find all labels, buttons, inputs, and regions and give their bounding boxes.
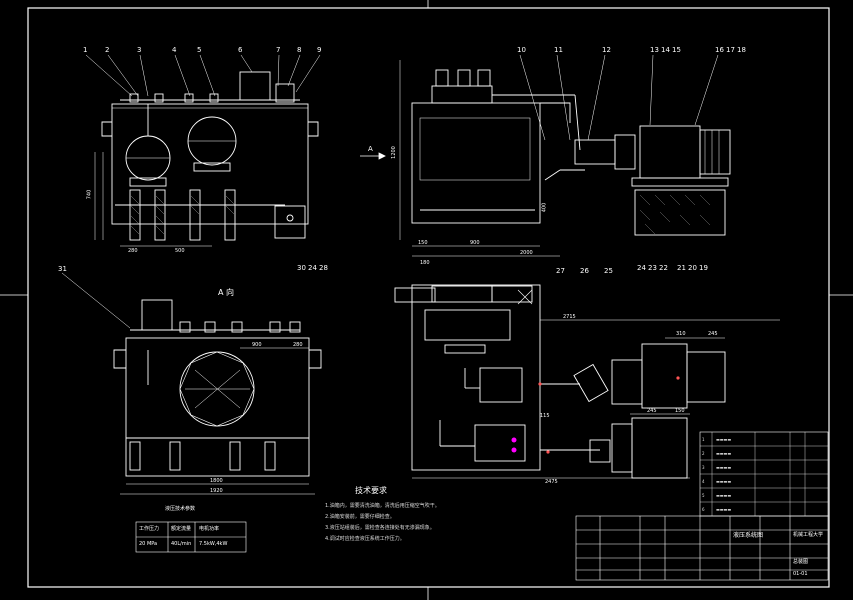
callout-13: 13 bbox=[650, 46, 659, 54]
svg-text:▬▬▬▬: ▬▬▬▬ bbox=[716, 451, 731, 456]
callout-26: 26 bbox=[580, 267, 589, 275]
svg-text:▬▬▬▬: ▬▬▬▬ bbox=[716, 465, 731, 470]
dim-side-w2: 900 bbox=[470, 240, 480, 246]
dim-a-w1: 900 bbox=[252, 342, 262, 348]
top-view-fittings-2 bbox=[538, 376, 680, 454]
callout-28: 28 bbox=[319, 264, 328, 272]
callout-8: 8 bbox=[297, 46, 302, 54]
a-view-leader bbox=[61, 272, 131, 329]
callout-20: 20 bbox=[688, 264, 697, 272]
parts-list-text: 1 ▬▬▬▬ 2 ▬▬▬▬ 3 ▬▬▬▬ 4 ▬▬▬▬ 5 ▬▬▬▬ 6 ▬▬▬▬ bbox=[702, 437, 731, 512]
side-view bbox=[399, 60, 731, 257]
front-view bbox=[94, 71, 319, 247]
sheet-frame bbox=[27, 7, 830, 588]
dim-top-b1: 245 bbox=[647, 408, 657, 414]
callout-11: 11 bbox=[554, 46, 563, 54]
callout-21: 21 bbox=[677, 264, 686, 272]
table-header-2: 额定流量 bbox=[171, 526, 192, 532]
side-leaders bbox=[519, 54, 719, 141]
params-table bbox=[135, 521, 247, 553]
dim-side-height: 1200 bbox=[390, 146, 397, 159]
callout-1: 1 bbox=[83, 46, 88, 54]
svg-text:4: 4 bbox=[702, 479, 705, 484]
callout-5: 5 bbox=[197, 46, 202, 54]
table-value-3: 7.5kW,4kW bbox=[199, 541, 228, 547]
note-4: 4.调试时应检查液压系统工作压力。 bbox=[325, 536, 405, 542]
callout-25: 25 bbox=[604, 267, 613, 275]
dim-front-w1: 280 bbox=[128, 248, 138, 254]
callout-31: 31 bbox=[58, 265, 67, 273]
callout-18: 18 bbox=[737, 46, 746, 54]
svg-text:3: 3 bbox=[702, 465, 705, 470]
view-a-title: A 向 bbox=[218, 288, 235, 297]
top-view bbox=[394, 284, 780, 479]
front-leaders bbox=[85, 54, 321, 97]
table-value-1: 20 MPa bbox=[139, 541, 158, 547]
callout-6: 6 bbox=[238, 46, 243, 54]
svg-text:5: 5 bbox=[702, 493, 705, 498]
dim-a-base1: 1800 bbox=[210, 478, 223, 484]
callout-30: 30 bbox=[297, 264, 306, 272]
table-title: 液压技术参数 bbox=[165, 506, 196, 512]
table-value-2: 40L/min bbox=[171, 541, 192, 547]
dim-a-w2: 280 bbox=[293, 342, 303, 348]
dim-top-left: 180 bbox=[420, 260, 430, 266]
front-view-hatching bbox=[130, 195, 235, 235]
svg-text:1: 1 bbox=[702, 437, 705, 442]
callout-12: 12 bbox=[602, 46, 611, 54]
dim-top-w: 2715 bbox=[563, 314, 576, 320]
dim-side-total: 2000 bbox=[520, 250, 533, 256]
dim-front-height: 740 bbox=[86, 189, 93, 200]
a-view bbox=[113, 299, 322, 495]
callout-10: 10 bbox=[517, 46, 526, 54]
svg-text:▬▬▬▬: ▬▬▬▬ bbox=[716, 437, 731, 442]
top-view-fittings bbox=[511, 437, 517, 453]
note-1: 1.油箱内，需要清洗油箱，清洗后用压缩空气吹干。 bbox=[325, 503, 440, 509]
dim-top-b3: 115 bbox=[540, 413, 550, 419]
dim-top-motor2: 245 bbox=[708, 331, 718, 337]
notes-title: 技术要求 bbox=[355, 486, 387, 495]
callout-23: 23 bbox=[648, 264, 657, 272]
note-2: 2.油箱安装前，需要仔细检查。 bbox=[325, 514, 395, 520]
svg-text:2: 2 bbox=[702, 451, 705, 456]
svg-text:▬▬▬▬: ▬▬▬▬ bbox=[716, 493, 731, 498]
direction-a-label: A bbox=[368, 145, 373, 153]
table-header-1: 工作压力 bbox=[139, 526, 160, 532]
callout-27: 27 bbox=[556, 267, 565, 275]
callout-22: 22 bbox=[659, 264, 668, 272]
callout-24a: 24 bbox=[308, 264, 317, 272]
table-header-3: 电机功率 bbox=[199, 526, 220, 532]
dim-top-b2: 150 bbox=[675, 408, 685, 414]
title-block-code: 01-01 bbox=[793, 571, 808, 577]
callout-19: 19 bbox=[699, 264, 708, 272]
callout-24b: 24 bbox=[637, 264, 646, 272]
callout-15: 15 bbox=[672, 46, 681, 54]
callout-2: 2 bbox=[105, 46, 110, 54]
title-block-name: 液压系统图 bbox=[733, 532, 764, 539]
callout-14: 14 bbox=[661, 46, 670, 54]
callout-9: 9 bbox=[317, 46, 322, 54]
callout-17: 17 bbox=[726, 46, 735, 54]
arrow-a bbox=[360, 152, 386, 160]
callout-4: 4 bbox=[172, 46, 177, 54]
dim-top-bottom: 2475 bbox=[545, 479, 558, 485]
title-block bbox=[575, 431, 829, 581]
callout-16: 16 bbox=[715, 46, 724, 54]
dim-top-motor1: 310 bbox=[676, 331, 686, 337]
title-block-drawing: 总装图 bbox=[793, 559, 809, 565]
title-block-org: 机械工程大学 bbox=[793, 532, 824, 538]
dim-side-w1: 150 bbox=[418, 240, 428, 246]
side-base-hatching bbox=[639, 194, 711, 235]
svg-text:6: 6 bbox=[702, 507, 705, 512]
callout-7: 7 bbox=[276, 46, 281, 54]
dim-side-h2: 400 bbox=[541, 202, 548, 213]
svg-text:▬▬▬▬: ▬▬▬▬ bbox=[716, 507, 731, 512]
dim-front-w2: 500 bbox=[175, 248, 185, 254]
svg-text:▬▬▬▬: ▬▬▬▬ bbox=[716, 479, 731, 484]
callout-3: 3 bbox=[137, 46, 142, 54]
note-3: 3.液压站组装后，需检查各连接处有无渗漏现象。 bbox=[325, 525, 435, 531]
dim-a-base2: 1920 bbox=[210, 488, 223, 494]
